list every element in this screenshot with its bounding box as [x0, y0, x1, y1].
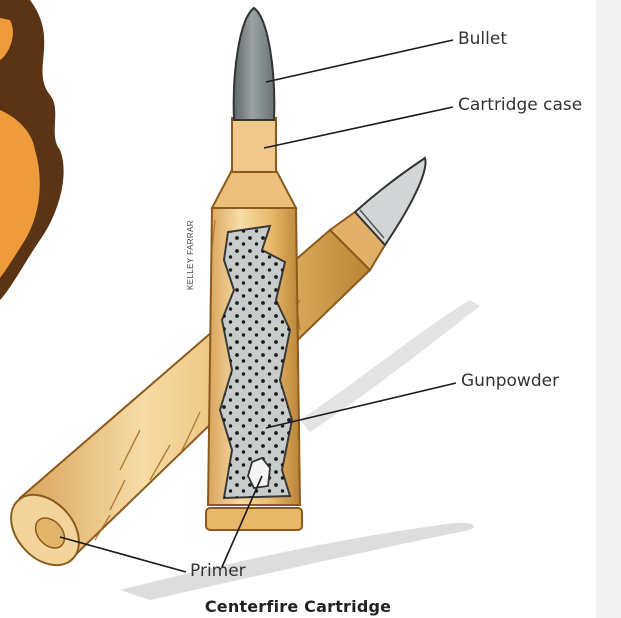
label-cartridge-case: Cartridge case [458, 97, 582, 114]
badge-shape [0, 0, 64, 300]
ground-shadow [120, 523, 474, 600]
label-primer: Primer [190, 563, 246, 580]
figure-caption: Centerfire Cartridge [0, 597, 596, 616]
label-gunpowder: Gunpowder [461, 373, 559, 390]
label-bullet: Bullet [458, 31, 507, 48]
standing-cartridge [206, 8, 302, 530]
artist-credit: KELLEY FARRAR [186, 220, 195, 290]
